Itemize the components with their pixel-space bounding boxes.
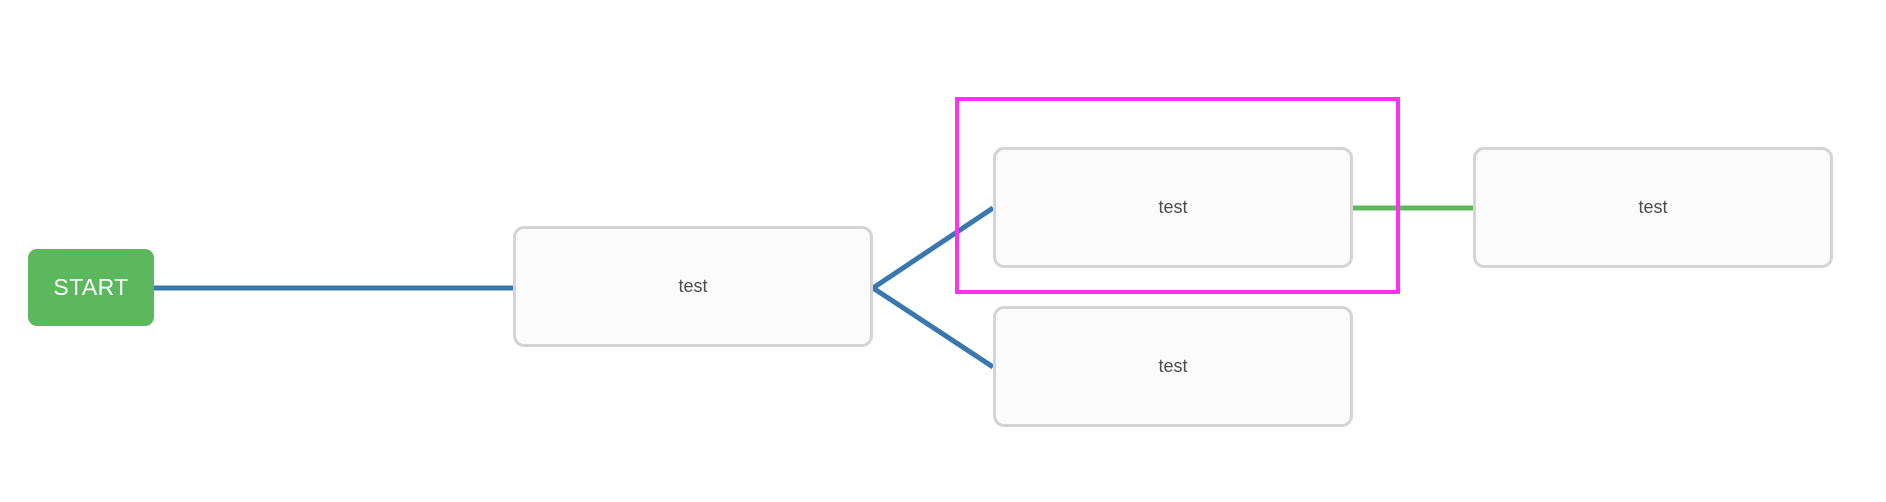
node-task-2[interactable]: test — [993, 147, 1353, 268]
node-start[interactable]: START — [28, 249, 154, 326]
node-task-1-label: test — [678, 276, 708, 296]
node-task-3-label: test — [1158, 356, 1188, 376]
edge-task1-task2[interactable] — [871, 205, 995, 291]
edge-task1-task3[interactable] — [871, 285, 995, 370]
node-task-4[interactable]: test — [1473, 147, 1833, 268]
node-task-2-label: test — [1158, 197, 1188, 217]
node-start-label: START — [53, 274, 129, 300]
node-task-4-label: test — [1638, 197, 1668, 217]
node-task-1[interactable]: test — [513, 226, 873, 347]
node-task-3[interactable]: test — [993, 306, 1353, 427]
